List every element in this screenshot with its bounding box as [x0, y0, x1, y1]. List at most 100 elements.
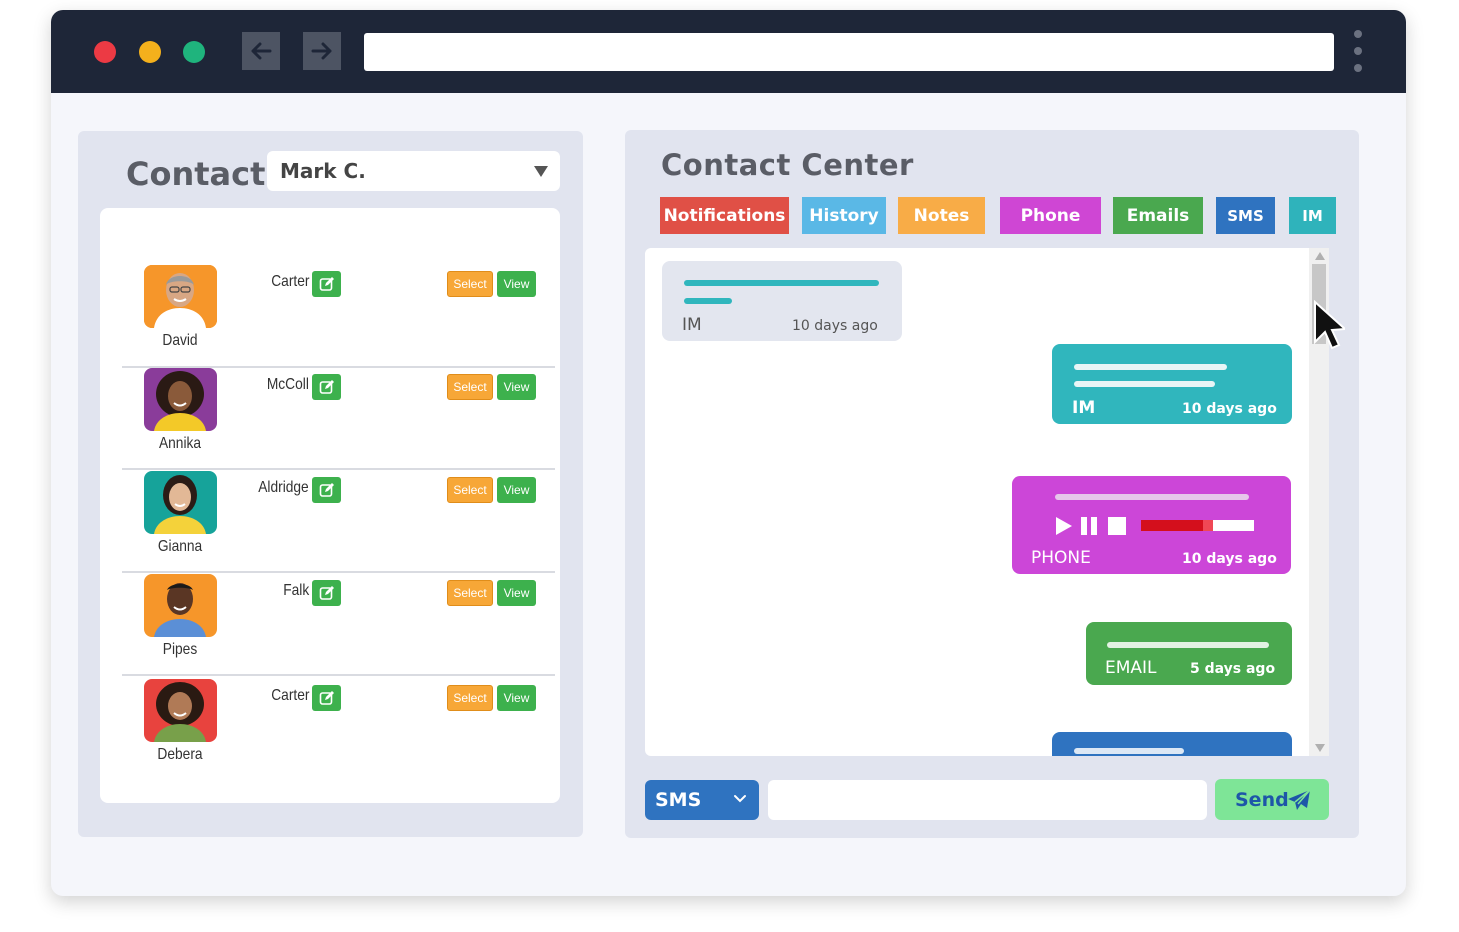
select-contact-button[interactable]: Select — [447, 685, 493, 711]
message-type-label: EMAIL — [1105, 658, 1157, 678]
tab-notes[interactable]: Notes — [898, 197, 985, 234]
edit-contact-button[interactable] — [312, 271, 341, 297]
message-bubble-im-incoming[interactable]: IM 10 days ago — [662, 261, 902, 341]
message-text-line — [1074, 381, 1215, 387]
edit-contact-button[interactable] — [312, 374, 341, 400]
back-button[interactable] — [242, 32, 280, 70]
contact-center-panel: Contact Center Notifications History Not… — [625, 130, 1359, 838]
dropdown-caret-icon — [534, 166, 548, 177]
edit-icon — [319, 691, 334, 705]
contact-row: Debera Carter Select View — [122, 679, 554, 781]
tab-im[interactable]: IM — [1289, 197, 1336, 234]
row-divider — [122, 468, 555, 470]
contact-row: Gianna Aldridge Select View — [122, 471, 555, 573]
edit-contact-button[interactable] — [312, 477, 341, 503]
channel-select-value: SMS — [655, 789, 702, 811]
maximize-window-dot[interactable] — [183, 41, 205, 63]
row-divider — [122, 571, 555, 573]
select-contact-button[interactable]: Select — [447, 271, 493, 297]
view-contact-button[interactable]: View — [497, 271, 536, 297]
tab-phone[interactable]: Phone — [1000, 197, 1101, 234]
send-button[interactable]: Send — [1215, 779, 1329, 820]
contact-last-name: Falk — [282, 582, 309, 599]
browser-window: Contact Mark C. David Carter Select View — [51, 10, 1406, 896]
select-contact-button[interactable]: Select — [447, 374, 493, 400]
channel-select[interactable]: SMS — [645, 780, 759, 820]
avatar — [144, 574, 217, 637]
address-bar[interactable] — [364, 33, 1334, 71]
scroll-down-arrow-icon[interactable] — [1315, 744, 1325, 752]
message-bubble-email[interactable]: EMAIL 5 days ago — [1086, 622, 1292, 685]
view-contact-button[interactable]: View — [497, 580, 536, 606]
message-timestamp: 10 days ago — [1182, 551, 1277, 567]
message-thread: IM 10 days ago IM 10 days ago — [645, 248, 1328, 756]
contact-last-name: Carter — [270, 687, 309, 704]
contact-panel: Contact Mark C. David Carter Select View — [78, 131, 583, 837]
stop-icon[interactable] — [1107, 516, 1127, 536]
select-contact-button[interactable]: Select — [447, 580, 493, 606]
send-button-label: Send — [1235, 788, 1289, 811]
contact-row: Pipes Falk Select View — [122, 574, 555, 676]
edit-contact-button[interactable] — [312, 685, 341, 711]
contact-row: Annika McColl Select View — [122, 368, 555, 470]
contact-last-name: Carter — [270, 273, 309, 290]
tab-notifications[interactable]: Notifications — [660, 197, 789, 234]
tab-history[interactable]: History — [802, 197, 886, 234]
kebab-menu-icon[interactable] — [1353, 30, 1363, 74]
row-divider — [122, 674, 555, 676]
contact-first-name: David — [162, 332, 198, 349]
edit-contact-button[interactable] — [312, 580, 341, 606]
contact-row: David Carter Select View — [122, 265, 555, 368]
play-icon[interactable] — [1054, 516, 1074, 536]
chevron-down-icon — [734, 795, 746, 803]
contact-last-name: Aldridge — [258, 479, 309, 496]
audio-progress-handle[interactable] — [1203, 520, 1213, 531]
message-type-label: PHONE — [1031, 548, 1091, 568]
forward-button[interactable] — [303, 32, 341, 70]
pause-icon[interactable] — [1080, 516, 1098, 536]
edit-icon — [319, 586, 334, 600]
contact-dropdown-value: Mark C. — [280, 159, 366, 183]
contact-first-name: Annika — [158, 435, 202, 452]
message-timestamp: 10 days ago — [1182, 401, 1277, 417]
contact-dropdown[interactable]: Mark C. — [267, 151, 560, 191]
message-timestamp: 10 days ago — [792, 318, 878, 334]
avatar — [144, 679, 217, 742]
arrow-right-icon — [311, 42, 332, 60]
edit-icon — [319, 380, 334, 394]
select-contact-button[interactable]: Select — [447, 477, 493, 503]
contact-last-name: McColl — [266, 376, 309, 393]
message-text-line — [1107, 642, 1269, 648]
audio-progress-track[interactable] — [1141, 520, 1254, 531]
contact-panel-title: Contact — [126, 155, 266, 193]
browser-titlebar — [51, 10, 1406, 93]
view-contact-button[interactable]: View — [497, 374, 536, 400]
view-contact-button[interactable]: View — [497, 685, 536, 711]
scroll-up-arrow-icon[interactable] — [1315, 252, 1325, 260]
audio-progress-fill — [1141, 520, 1207, 531]
message-text-line — [1074, 748, 1184, 754]
contact-first-name: Debera — [157, 746, 203, 763]
message-bubble-phone[interactable]: PHONE 10 days ago — [1012, 476, 1291, 574]
close-window-dot[interactable] — [94, 41, 116, 63]
view-contact-button[interactable]: View — [497, 477, 536, 503]
message-type-label: IM — [1072, 398, 1096, 418]
avatar — [144, 471, 217, 534]
tab-sms[interactable]: SMS — [1216, 197, 1275, 234]
minimize-window-dot[interactable] — [139, 41, 161, 63]
contact-list: David Carter Select View Annika McColl S… — [100, 208, 560, 803]
edit-icon — [319, 277, 334, 291]
message-text-line — [684, 298, 732, 304]
contact-first-name: Gianna — [157, 538, 203, 555]
message-text-line — [1074, 364, 1227, 370]
avatar — [144, 368, 217, 431]
message-text-line — [1055, 494, 1249, 500]
message-bubble-sms[interactable] — [1052, 732, 1292, 756]
edit-icon — [319, 483, 334, 497]
tab-emails[interactable]: Emails — [1113, 197, 1203, 234]
message-input[interactable] — [768, 780, 1207, 820]
mouse-cursor-icon — [1314, 300, 1345, 350]
paper-plane-icon — [1288, 789, 1311, 810]
message-bubble-im-outgoing[interactable]: IM 10 days ago — [1052, 344, 1292, 424]
arrow-left-icon — [251, 42, 272, 60]
